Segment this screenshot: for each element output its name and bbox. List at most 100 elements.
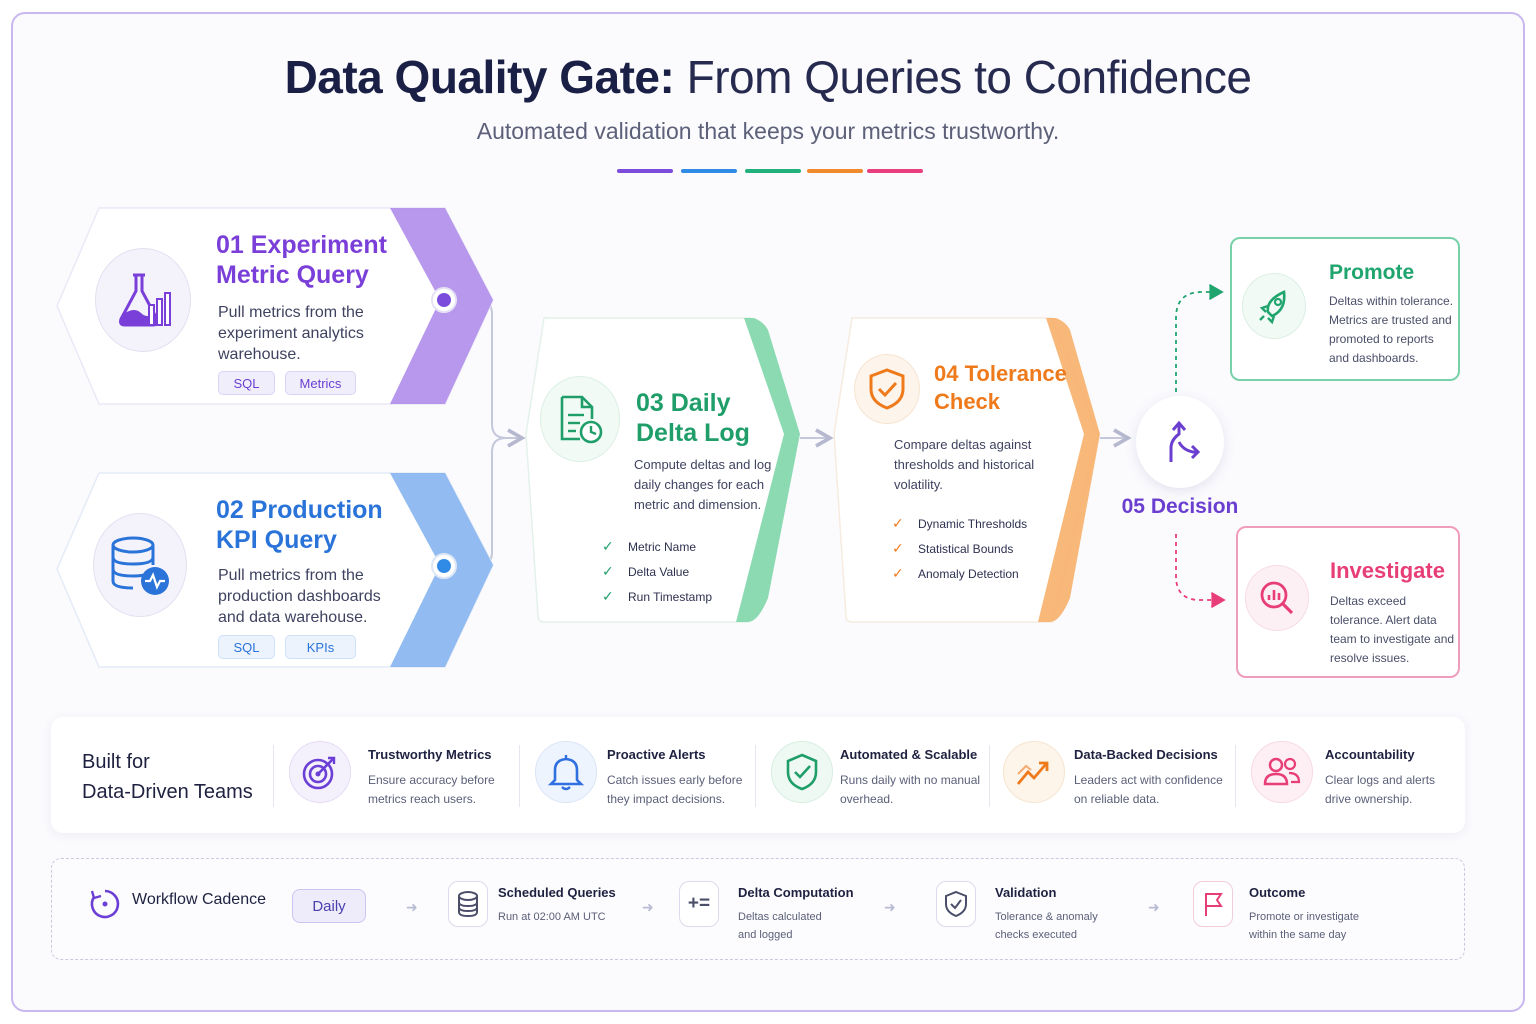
benefit-proactive-alerts: Proactive Alerts Catch issues early befo… bbox=[535, 717, 765, 833]
benefit-desc: Catch issues early before they impact de… bbox=[607, 773, 743, 806]
check-label: Delta Value bbox=[628, 564, 690, 579]
accent-rule-green bbox=[745, 169, 801, 173]
benefit-title: Accountability bbox=[1325, 747, 1415, 762]
benefit-title: Trustworthy Metrics bbox=[368, 747, 492, 762]
shield-check-icon bbox=[771, 741, 833, 803]
investigate-desc: Deltas exceed tolerance. Alert data team… bbox=[1330, 594, 1455, 665]
step-01-card[interactable]: 01 Experiment Metric Query Pull metrics … bbox=[55, 207, 494, 406]
cadence-step-desc: Run at 02:00 AM UTC bbox=[498, 911, 606, 923]
divider bbox=[755, 745, 756, 807]
users-icon bbox=[1251, 741, 1313, 803]
title-rest: From Queries to Confidence bbox=[674, 51, 1252, 103]
cadence-frequency-pill[interactable]: Daily bbox=[292, 889, 366, 923]
document-clock-icon bbox=[540, 376, 620, 462]
investigate-title: Investigate bbox=[1330, 558, 1445, 583]
plus-minus-icon: += bbox=[679, 881, 719, 927]
check-label: Run Timestamp bbox=[628, 589, 713, 604]
cadence-step-title: Scheduled Queries bbox=[498, 885, 616, 900]
decision-node[interactable] bbox=[1136, 396, 1224, 488]
check-label: Metric Name bbox=[628, 539, 697, 554]
divider bbox=[519, 745, 520, 807]
step-01-desc: Pull metrics from the experiment analyti… bbox=[218, 304, 364, 363]
check-label: Statistical Bounds bbox=[918, 541, 1014, 556]
shield-check-icon bbox=[854, 354, 920, 424]
flag-icon bbox=[1193, 881, 1233, 927]
arrow-icon: ➜ bbox=[1148, 899, 1160, 915]
cadence-step-title: Outcome bbox=[1249, 885, 1306, 900]
workflow-cadence: Workflow Cadence Daily ➜ Scheduled Queri… bbox=[51, 858, 1465, 960]
title-bold: Data Quality Gate: bbox=[284, 51, 675, 103]
tag-sql: SQL bbox=[218, 635, 275, 659]
arrow-icon: ➜ bbox=[884, 899, 896, 915]
tag-metrics: Metrics bbox=[285, 371, 356, 395]
accent-rule-purple bbox=[617, 169, 673, 173]
benefit-title: Automated & Scalable bbox=[840, 747, 978, 762]
benefit-desc: Runs daily with no manual overhead. bbox=[840, 773, 981, 806]
promote-title: Promote bbox=[1329, 261, 1415, 284]
check-icon: ✓ bbox=[892, 565, 904, 581]
check-item: ✓ Anomaly Detection bbox=[892, 561, 1027, 586]
tag-kpis: KPIs bbox=[285, 635, 356, 659]
arrow-icon: ➜ bbox=[642, 899, 654, 915]
divider bbox=[273, 745, 274, 807]
step-02-card[interactable]: 02 Production KPI Query Pull metrics fro… bbox=[55, 472, 494, 669]
check-icon: ✓ bbox=[892, 540, 904, 556]
promote-desc: Deltas within tolerance. Metrics are tru… bbox=[1329, 294, 1454, 365]
benefit-automated-scalable: Automated & Scalable Runs daily with no … bbox=[771, 717, 1001, 833]
benefit-title: Proactive Alerts bbox=[607, 747, 706, 762]
step-03-card[interactable]: 03 Daily Delta Log Compute deltas and lo… bbox=[522, 317, 800, 624]
check-icon: ✓ bbox=[602, 588, 614, 604]
cadence-step-desc: Tolerance & anomaly checks executed bbox=[995, 911, 1098, 941]
benefits-strip: Built for Data-Driven Teams Trustworthy … bbox=[51, 717, 1465, 833]
page-subtitle: Automated validation that keeps your met… bbox=[476, 118, 1060, 144]
check-item: ✓ Statistical Bounds bbox=[892, 536, 1027, 561]
check-icon: ✓ bbox=[892, 515, 904, 531]
trend-up-icon bbox=[1003, 741, 1065, 803]
arrow-icon: ➜ bbox=[406, 899, 418, 915]
promote-card[interactable]: Promote Deltas within tolerance. Metrics… bbox=[1230, 237, 1460, 381]
database-icon bbox=[448, 881, 488, 927]
tag-sql: SQL bbox=[218, 371, 275, 395]
cadence-step-desc: Deltas calculated and logged bbox=[738, 911, 822, 941]
step-04-title: 04 Tolerance Check bbox=[934, 361, 1067, 414]
step-02-title: 02 Production KPI Query bbox=[216, 496, 383, 554]
split-arrow-icon bbox=[1169, 420, 1201, 462]
investigate-card[interactable]: Investigate Deltas exceed tolerance. Ale… bbox=[1236, 526, 1460, 678]
check-item: ✓ Delta Value bbox=[602, 559, 712, 584]
magnify-chart-icon bbox=[1245, 565, 1309, 631]
benefits-heading: Built for Data-Driven Teams bbox=[82, 751, 253, 803]
cadence-step-desc: Promote or investigate within the same d… bbox=[1249, 911, 1360, 941]
step-04-card[interactable]: 04 Tolerance Check Compare deltas agains… bbox=[830, 317, 1100, 624]
accent-rule-blue bbox=[681, 169, 737, 173]
step-02-desc: Pull metrics from the production dashboa… bbox=[218, 567, 381, 626]
step-04-checklist: ✓Dynamic Thresholds ✓Statistical Bounds … bbox=[892, 511, 1027, 586]
step-03-checklist: ✓ Metric Name ✓ Delta Value ✓ Run Timestamp bbox=[602, 534, 712, 609]
page-title: Data Quality Gate: From Queries to Confi… bbox=[0, 50, 1536, 104]
check-icon: ✓ bbox=[602, 563, 614, 579]
cycle-icon bbox=[88, 887, 122, 921]
check-item: ✓ Dynamic Thresholds bbox=[892, 511, 1027, 536]
benefit-desc: Clear logs and alerts drive ownership. bbox=[1325, 773, 1436, 806]
flask-chart-icon bbox=[95, 248, 191, 352]
step-01-title: 01 Experiment Metric Query bbox=[216, 231, 387, 289]
step-03-title: 03 Daily Delta Log bbox=[636, 389, 750, 447]
cadence-step-title: Delta Computation bbox=[738, 885, 854, 900]
benefit-accountability: Accountability Clear logs and alerts dri… bbox=[1251, 717, 1451, 833]
divider bbox=[989, 745, 990, 807]
shield-check-icon bbox=[936, 881, 976, 927]
step-05-title: 05 Decision bbox=[1121, 495, 1239, 518]
check-label: Dynamic Thresholds bbox=[918, 516, 1028, 531]
benefit-desc: Leaders act with confidence on reliable … bbox=[1074, 773, 1223, 806]
cadence-label: Workflow Cadence bbox=[132, 891, 266, 908]
benefit-desc: Ensure accuracy before metrics reach use… bbox=[368, 773, 495, 806]
benefit-data-backed-decisions: Data-Backed Decisions Leaders act with c… bbox=[1003, 717, 1233, 833]
benefit-title: Data-Backed Decisions bbox=[1074, 747, 1218, 762]
divider bbox=[1235, 745, 1236, 807]
step-03-desc: Compute deltas and log daily changes for… bbox=[634, 457, 772, 512]
check-label: Anomaly Detection bbox=[918, 566, 1019, 581]
check-item: ✓ Run Timestamp bbox=[602, 584, 712, 609]
database-pulse-icon bbox=[93, 513, 187, 617]
bell-icon bbox=[535, 741, 597, 803]
step-04-desc: Compare deltas against thresholds and hi… bbox=[894, 437, 1035, 492]
target-icon bbox=[289, 741, 351, 803]
